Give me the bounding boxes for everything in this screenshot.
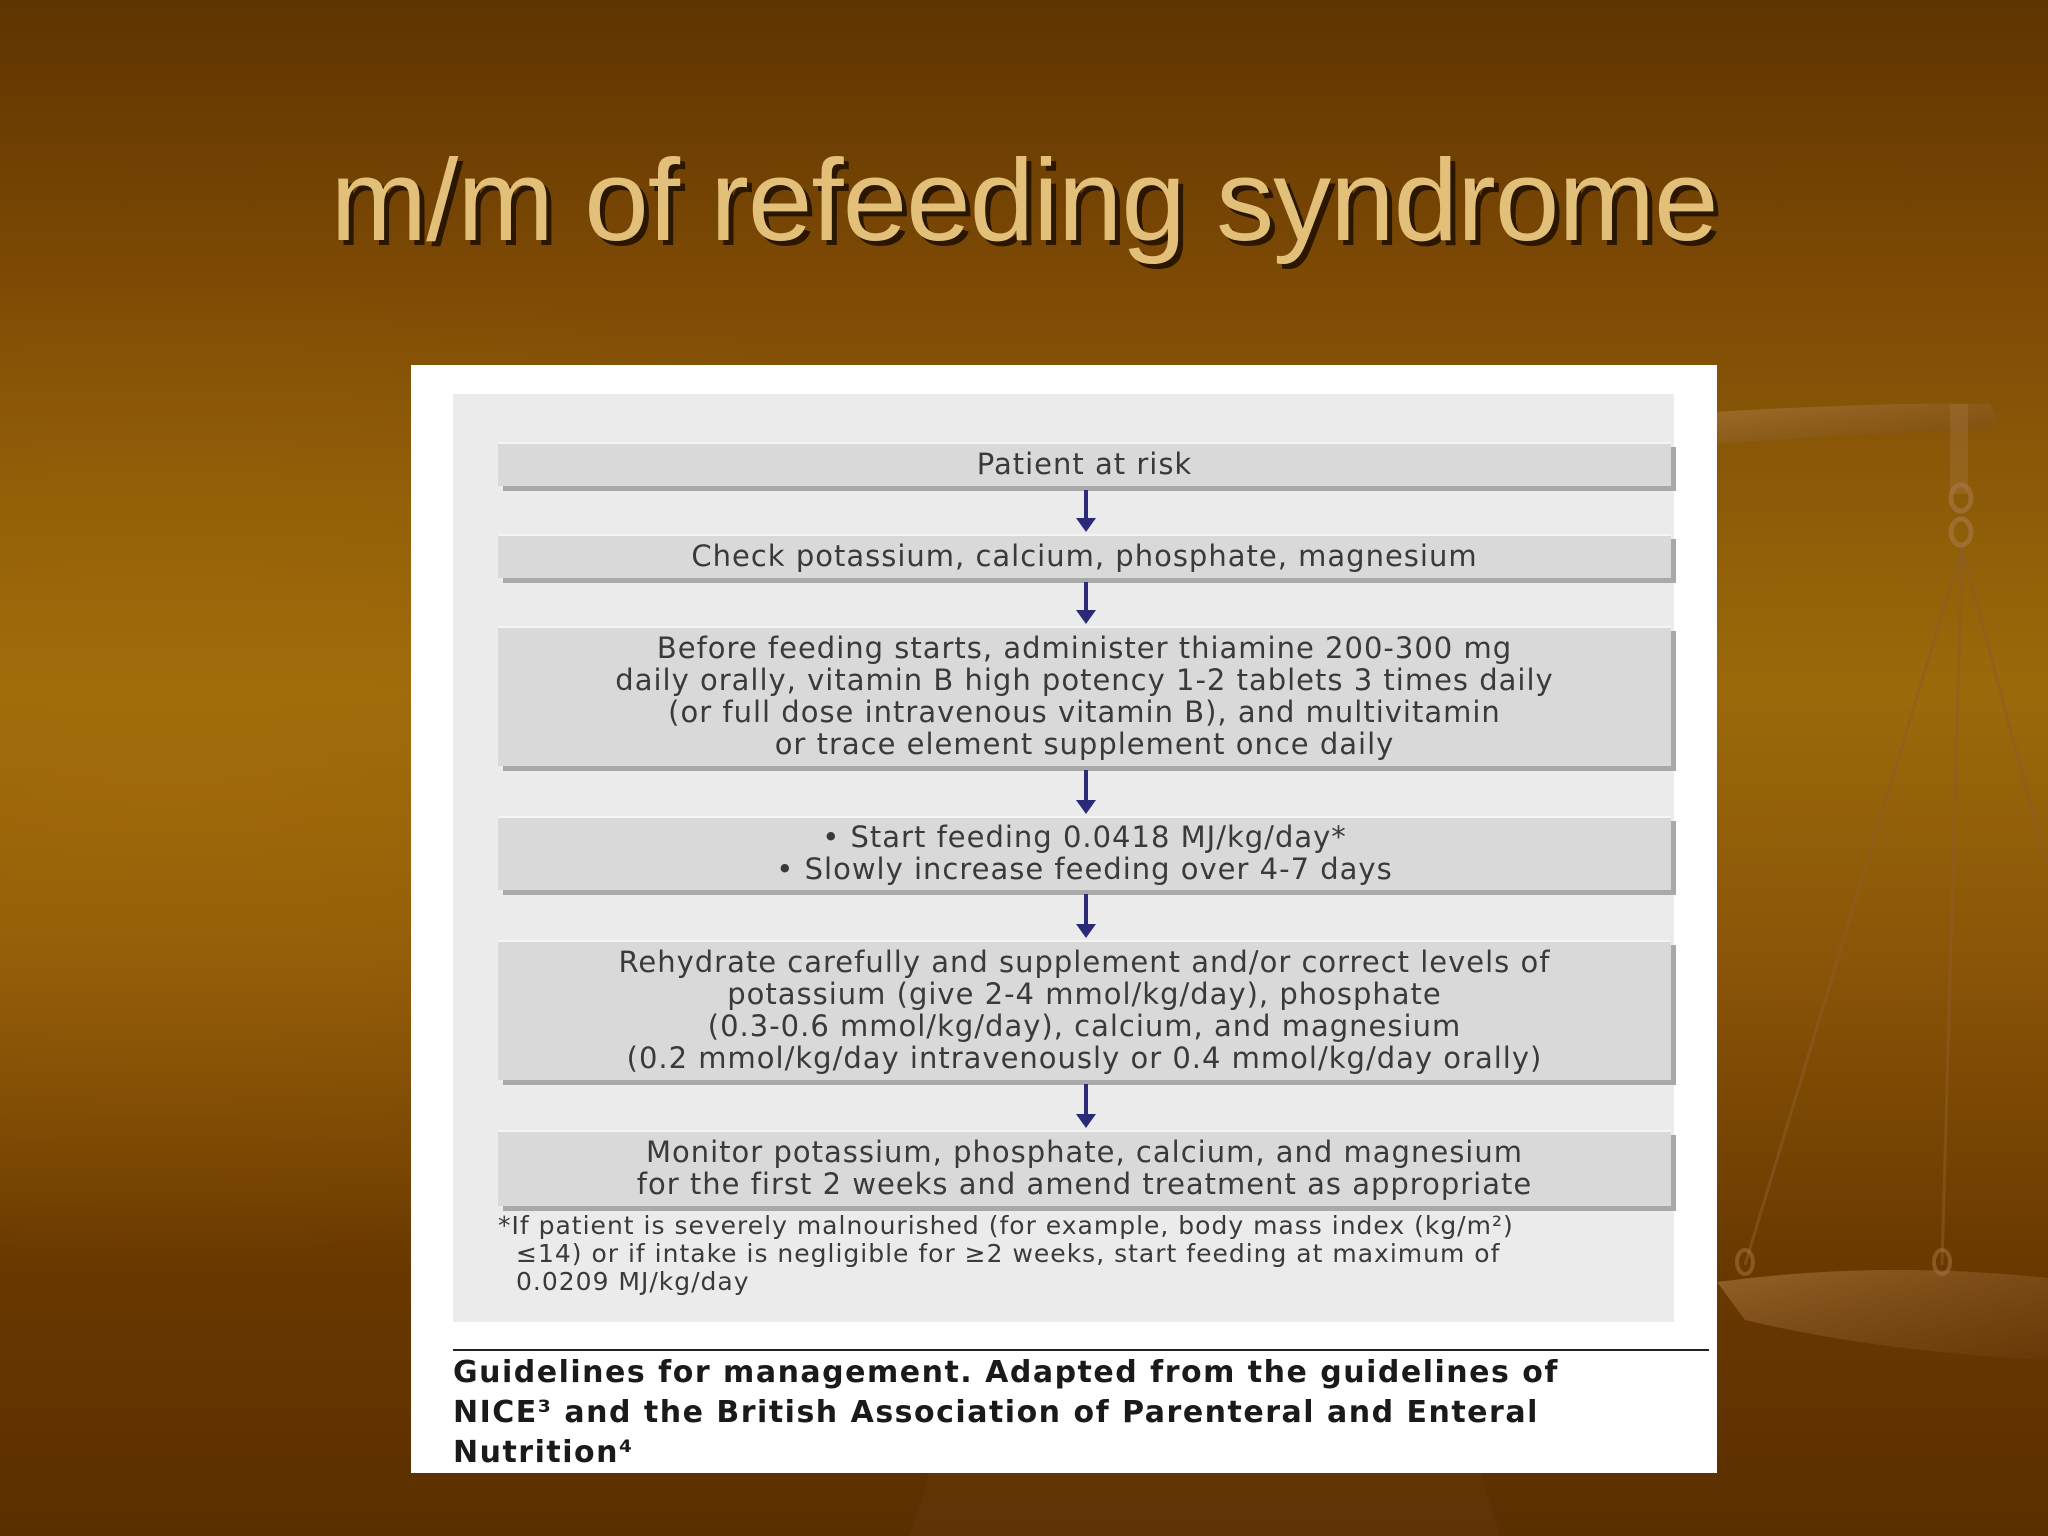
step-line: Rehydrate carefully and supplement and/o… [618,945,1551,979]
step-monitor-electrolytes: Monitor potassium, phosphate, calcium, a… [498,1130,1671,1206]
step-line: (0.3-0.6 mmol/kg/day), calcium, and magn… [707,1009,1462,1043]
flowchart-panel: Patient at risk Check potassium, calcium… [453,394,1674,1322]
step-line: Check potassium, calcium, phosphate, mag… [691,539,1478,573]
slide-title: m/m of refeeding syndrome [330,135,1719,265]
step-line: Monitor potassium, phosphate, calcium, a… [645,1135,1523,1169]
step-line: Patient at risk [976,447,1193,481]
caption-divider [453,1349,1709,1351]
down-arrow-icon [1076,770,1096,814]
step-line: potassium (give 2-4 mmol/kg/day), phosph… [727,977,1442,1011]
caption-line: Guidelines for management. Adapted from … [453,1355,1559,1390]
step-start-feeding: • Start feeding 0.0418 MJ/kg/day* • Slow… [498,816,1671,890]
step-line: (or full dose intravenous vitamin B), an… [668,695,1501,729]
step-thiamine-before-feeding: Before feeding starts, administer thiami… [498,626,1671,766]
footnote-line: 0.0209 MJ/kg/day [516,1267,750,1296]
step-line: • Start feeding 0.0418 MJ/kg/day* [822,820,1347,854]
down-arrow-icon [1076,582,1096,624]
caption-line: NICE³ and the British Association of Par… [453,1395,1539,1430]
step-patient-at-risk: Patient at risk [498,442,1671,486]
flowchart-figure: Patient at risk Check potassium, calcium… [411,365,1717,1473]
figure-caption: Guidelines for management. Adapted from … [453,1353,1709,1473]
caption-line: Nutrition⁴ [453,1435,634,1470]
down-arrow-icon [1076,1084,1096,1128]
flowchart-footnote: *If patient is severely malnourished (fo… [498,1212,1678,1296]
step-rehydrate-supplement: Rehydrate carefully and supplement and/o… [498,940,1671,1080]
step-line: • Slowly increase feeding over 4-7 days [776,852,1393,886]
footnote-line: *If patient is severely malnourished (fo… [498,1211,1514,1240]
footnote-line: ≤14) or if intake is negligible for ≥2 w… [516,1239,1501,1268]
step-line: (0.2 mmol/kg/day intravenously or 0.4 mm… [626,1041,1543,1075]
step-check-electrolytes: Check potassium, calcium, phosphate, mag… [498,534,1671,578]
down-arrow-icon [1076,490,1096,532]
down-arrow-icon [1076,894,1096,938]
step-line: daily orally, vitamin B high potency 1-2… [615,663,1554,697]
step-line: Before feeding starts, administer thiami… [656,631,1513,665]
step-line: or trace element supplement once daily [774,727,1395,761]
step-line: for the first 2 weeks and amend treatmen… [636,1167,1533,1201]
